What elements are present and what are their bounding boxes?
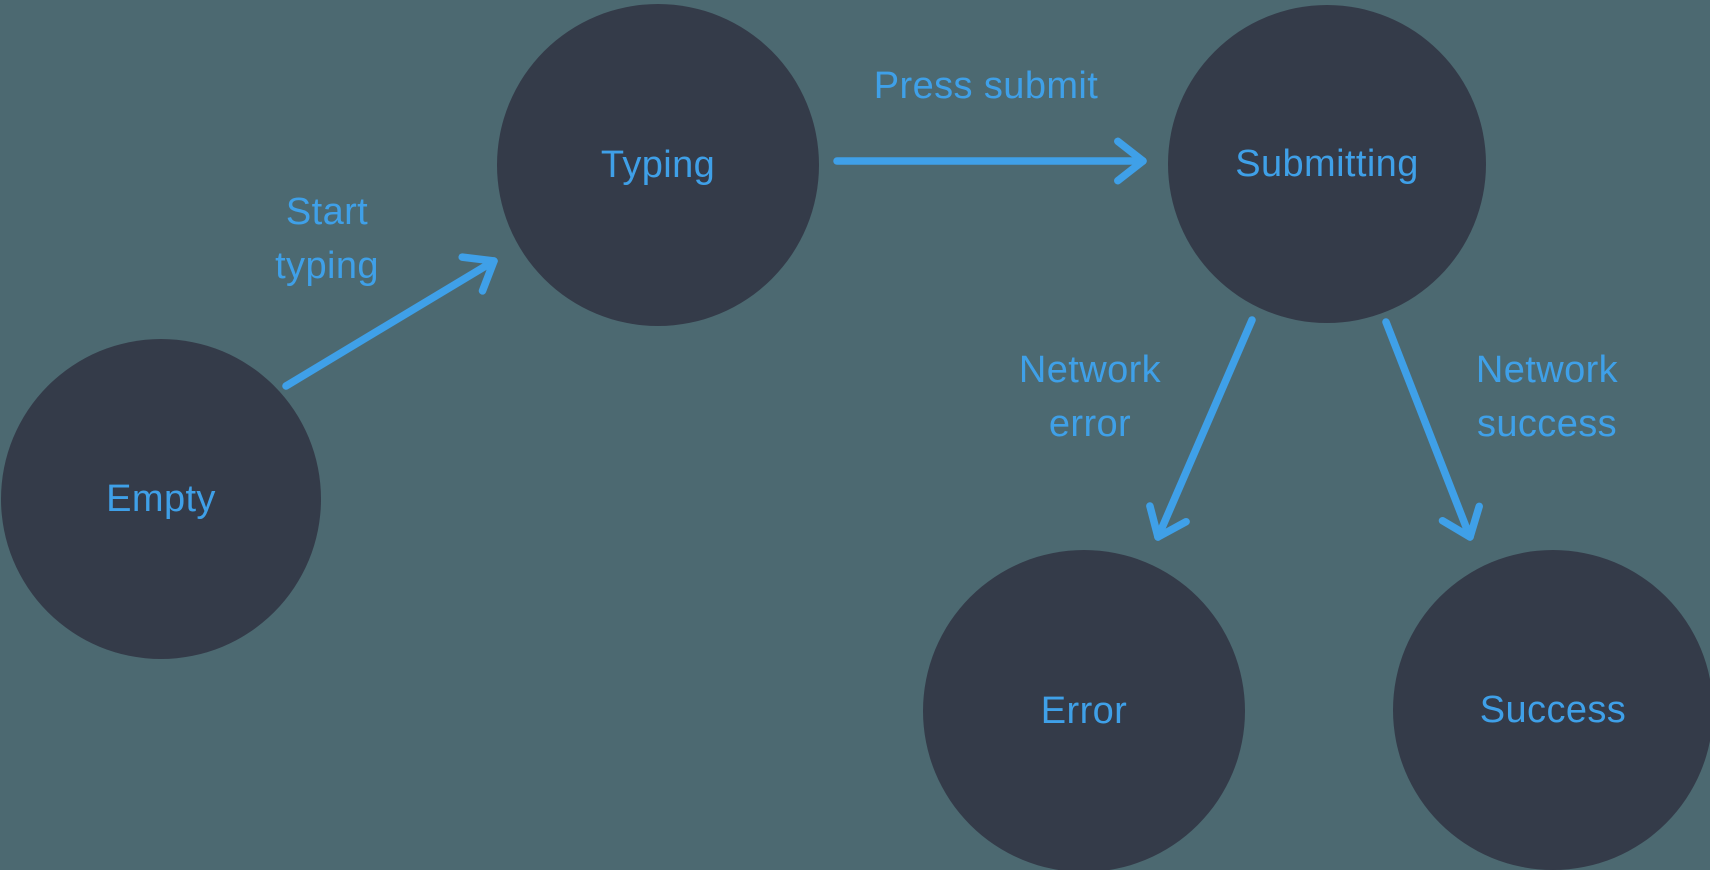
state-node-error: Error [923,550,1245,870]
state-label-success: Success [1479,688,1627,731]
edge-label-network-error-line1: Network [1018,349,1162,391]
state-node-typing: Typing [497,4,819,326]
edge-label-start-typing-line1: Start [285,191,369,233]
state-node-submitting: Submitting [1168,5,1486,323]
edge-label-start-typing: Start typing [275,185,379,293]
edge-label-network-success-line2: success [1476,403,1618,445]
edge-arrow-network-success [1382,318,1483,541]
edge-label-press-submit-line1: Press submit [873,65,1099,107]
edge-label-press-submit: Press submit [874,59,1098,113]
edge-arrow-press-submit [833,137,1147,185]
edge-label-network-success-line1: Network [1475,349,1619,391]
state-node-empty: Empty [1,339,321,659]
state-label-submitting: Submitting [1235,142,1419,185]
edge-label-network-success: Network success [1476,343,1618,451]
edge-label-network-error: Network error [1019,343,1161,451]
edge-label-network-error-line2: error [1048,403,1132,445]
edge-label-start-typing-line2: typing [275,245,379,287]
state-label-empty: Empty [106,477,216,520]
state-label-error: Error [1040,689,1128,732]
edge-arrow-network-error [1146,316,1256,541]
state-node-success: Success [1393,550,1710,870]
state-label-typing: Typing [600,143,716,186]
